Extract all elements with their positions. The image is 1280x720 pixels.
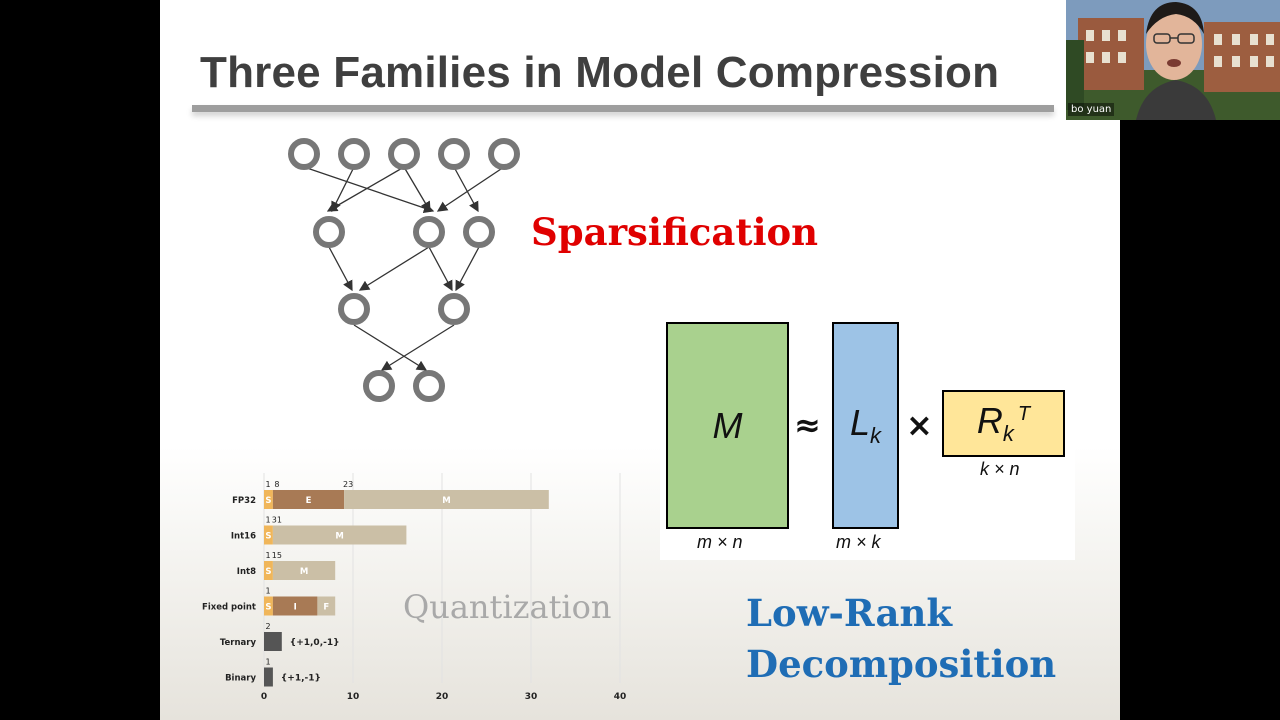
matrix-m-label: M [712, 404, 743, 446]
lowrank-label-line1: Low-Rank [746, 591, 953, 635]
webcam-tile[interactable]: bo yuan [1066, 0, 1280, 120]
neuron [338, 138, 370, 170]
neuron [313, 216, 345, 248]
value-label: {+1,-1} [281, 674, 321, 684]
segment-label: M [300, 567, 308, 577]
edge [326, 166, 405, 212]
matrix-l-subscript: k [870, 423, 882, 449]
neuron [338, 293, 370, 325]
segment-top-label: 1 [265, 587, 270, 596]
segment-label: F [323, 603, 329, 613]
segment-label: S [265, 567, 271, 577]
segment-top-label: 8 [274, 480, 279, 489]
segment-top-label: 1 [265, 480, 270, 489]
neuron [388, 138, 420, 170]
bar-segment-m [272, 561, 336, 580]
value-label: {+1,0,-1} [290, 638, 340, 648]
slide-title: Three Families in Model Compression [200, 48, 1000, 97]
matrix-l-label: L [849, 401, 871, 443]
category-label: FP32 [232, 496, 256, 506]
segment-label: I [294, 603, 297, 613]
edge [455, 246, 480, 292]
edge [380, 324, 455, 371]
matrix-lk: Lk [832, 322, 899, 529]
x-tick-label: 0 [261, 692, 267, 702]
category-label: Fixed point [202, 603, 256, 613]
neuron [438, 138, 470, 170]
sparse-network-diagram [288, 138, 520, 402]
edge [358, 246, 430, 291]
bar-segment-s [264, 525, 273, 545]
bar-segment-t [264, 632, 282, 651]
segment-label: S [265, 496, 271, 506]
r-dimensions: k × n [980, 459, 1020, 479]
quantization-label: Quantization [403, 588, 612, 626]
bar-segment-t [264, 667, 273, 687]
segment-top-label: 31 [272, 516, 282, 525]
webcam-video [1066, 0, 1280, 120]
matrix-rk-transpose: RkT [942, 390, 1065, 457]
neuron [413, 370, 445, 402]
bar-segment-i [272, 596, 318, 616]
edge [353, 324, 428, 371]
category-label: Binary [225, 674, 256, 684]
bar-segment-s [264, 561, 273, 580]
category-label: Int16 [231, 532, 256, 542]
segment-top-label: 2 [265, 622, 270, 631]
sparsification-label: Sparsification [531, 210, 819, 254]
bar-segment-m [272, 525, 407, 545]
x-tick-label: 30 [525, 692, 538, 702]
x-tick-label: 10 [347, 692, 360, 702]
edge [328, 246, 353, 292]
presentation-slide: Three Families in Model Compression [160, 0, 1120, 720]
bar-segment-e [272, 490, 345, 509]
segment-top-label: 23 [343, 480, 353, 489]
segment-label: M [442, 496, 450, 506]
segment-label: M [335, 532, 343, 542]
lowrank-label: Low-Rank Decomposition [746, 588, 1056, 690]
edge [428, 246, 453, 292]
approx-symbol: ≈ [794, 406, 821, 444]
bar-segment-f [317, 596, 336, 616]
lowrank-label-line2: Decomposition [746, 642, 1057, 686]
matrix-r-superscript: T [1017, 402, 1031, 425]
segment-label: E [306, 496, 312, 506]
x-tick-label: 20 [436, 692, 449, 702]
neuron [438, 293, 470, 325]
edge [331, 166, 355, 213]
participant-name: bo yuan [1068, 103, 1115, 116]
edge [436, 166, 505, 212]
segment-label: S [265, 603, 271, 613]
bar-segment-s [264, 490, 273, 509]
edge [453, 166, 479, 213]
segment-top-label: 1 [265, 658, 270, 667]
category-label: Int8 [237, 567, 256, 577]
bar-segment-s [264, 596, 273, 616]
bar-segment-m [344, 490, 549, 509]
segment-label: S [265, 532, 271, 542]
matrix-m: M [666, 322, 789, 529]
times-symbol: × [906, 406, 933, 444]
m-dimensions: m × n [697, 532, 743, 552]
segment-top-label: 15 [272, 551, 282, 560]
segment-top-label: 1 [265, 516, 270, 525]
segment-top-label: 1 [265, 551, 270, 560]
neuron [288, 138, 320, 170]
x-tick-label: 40 [614, 692, 627, 702]
neuron [413, 216, 445, 248]
edge [303, 166, 435, 213]
matrix-r-label: R [976, 399, 1003, 441]
neuron [463, 216, 495, 248]
matrix-r-subscript: k [1002, 421, 1014, 447]
title-underline [192, 105, 1054, 112]
edge [403, 166, 431, 213]
category-label: Ternary [220, 638, 257, 648]
l-dimensions: m × k [836, 532, 881, 552]
neuron [488, 138, 520, 170]
neuron [363, 370, 395, 402]
